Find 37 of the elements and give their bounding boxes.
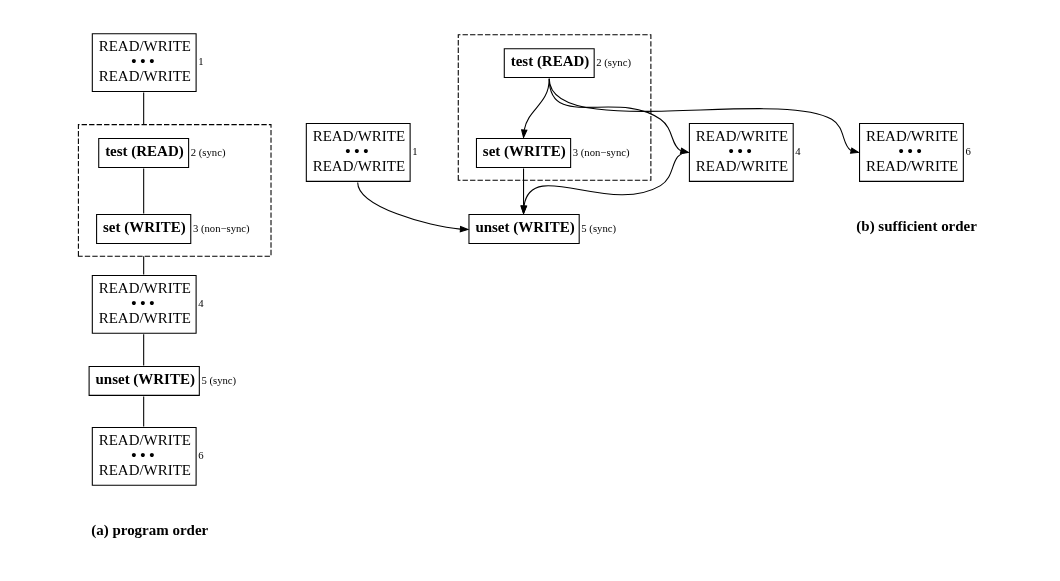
node-box: READ/WRITE • • • READ/WRITE xyxy=(688,123,794,182)
node-label: 1 xyxy=(411,145,418,158)
label: (a) program order xyxy=(90,522,208,539)
node-label: 6 xyxy=(197,449,204,462)
node-box: unset (WRITE) xyxy=(467,214,580,244)
arrow xyxy=(520,151,689,216)
node-label: 5 (sync) xyxy=(580,221,616,234)
node-box: READ/WRITE • • • READ/WRITE xyxy=(91,275,197,334)
node-box: READ/WRITE • • • READ/WRITE xyxy=(305,123,411,182)
label: (b) sufficient order xyxy=(855,218,977,235)
cluster xyxy=(457,34,651,181)
node-label: 1 xyxy=(197,55,204,68)
node-label: 4 xyxy=(794,145,801,158)
node-box: test (READ) xyxy=(97,138,189,168)
node-box: READ/WRITE • • • READ/WRITE xyxy=(858,123,964,182)
arrow xyxy=(520,78,550,140)
node-label: 5 (sync) xyxy=(200,373,236,386)
node-label: 3 (non−sync) xyxy=(192,221,250,234)
node-box: test (READ) xyxy=(503,48,595,79)
connector xyxy=(142,167,144,214)
node-box: set (WRITE) xyxy=(95,214,191,244)
arrow xyxy=(519,167,527,216)
node-label: 6 xyxy=(964,145,971,158)
node-label: 2 (sync) xyxy=(595,55,631,68)
node-box: unset (WRITE) xyxy=(88,365,200,396)
cluster xyxy=(77,124,272,257)
arrow xyxy=(356,181,469,233)
node-label: 3 (non−sync) xyxy=(572,145,630,158)
connector xyxy=(142,333,144,366)
node-label: 4 xyxy=(197,297,204,310)
node-label: 2 (sync) xyxy=(190,145,225,158)
node-box: set (WRITE) xyxy=(475,138,571,168)
node-box: READ/WRITE • • • READ/WRITE xyxy=(91,426,197,486)
connector xyxy=(142,255,144,275)
connector xyxy=(142,395,144,427)
node-box: READ/WRITE • • • READ/WRITE xyxy=(91,33,197,92)
connector xyxy=(142,92,144,126)
